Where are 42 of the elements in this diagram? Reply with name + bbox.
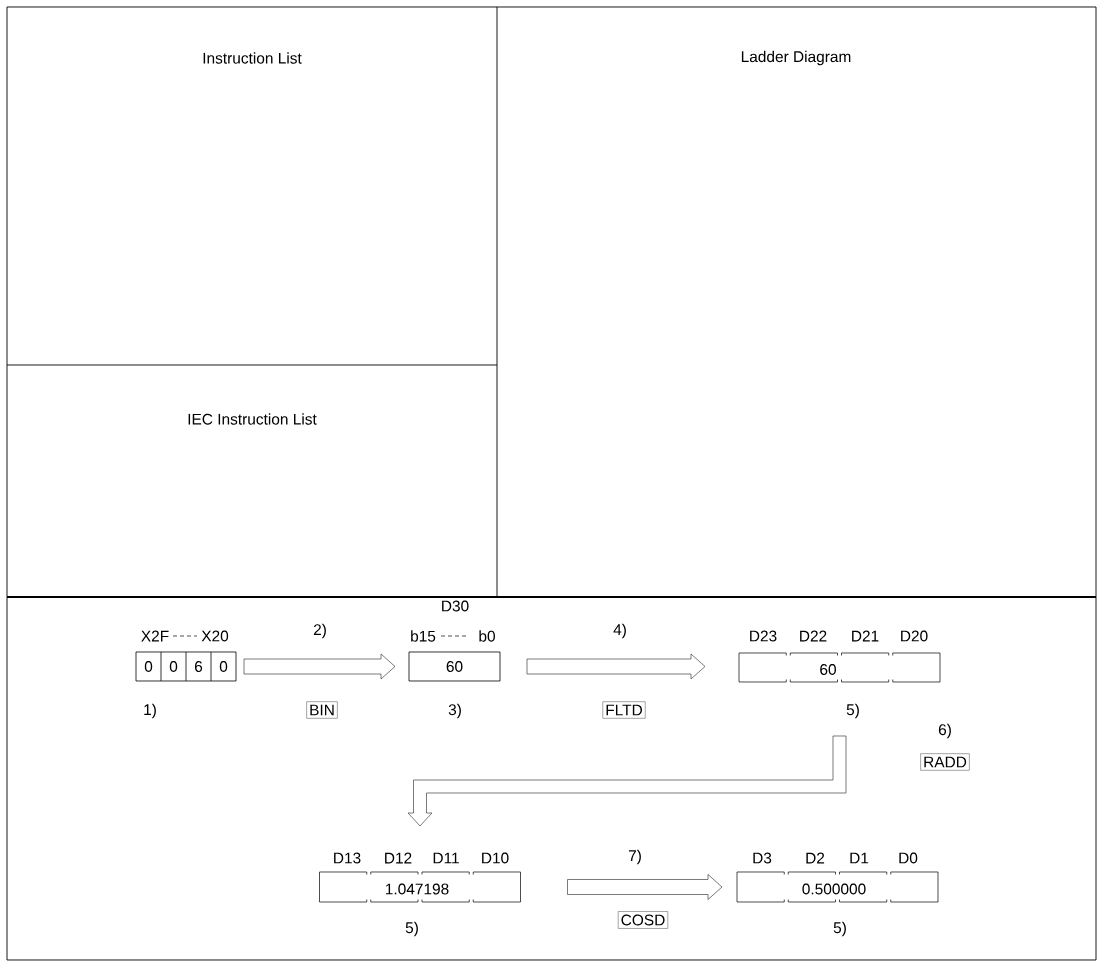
register-label: D1 — [850, 852, 869, 864]
instruction-box: COSD — [617, 911, 669, 929]
register-label: D20 — [901, 630, 928, 642]
step-number: 4) — [613, 623, 626, 639]
register-label: D10 — [482, 852, 509, 864]
panel-heading: IEC Instruction List — [188, 413, 317, 425]
register-label: b0 — [479, 630, 495, 642]
register-label: 5) — [846, 703, 859, 719]
register-word: 1.047198 — [319, 871, 521, 903]
step-number: 2) — [313, 623, 326, 639]
panel-heading: Ladder Diagram — [741, 50, 851, 66]
register-label: D21 — [852, 630, 879, 642]
register-label: 1) — [144, 703, 156, 719]
register-label: D0 — [899, 852, 918, 864]
register-word: 0.500000 — [736, 871, 939, 903]
instruction-box: RADD — [920, 753, 970, 771]
block-arrow — [526, 653, 706, 680]
block-arrow — [243, 653, 396, 680]
register-label: b15 — [411, 630, 436, 642]
register-label: D23 — [750, 630, 777, 642]
register-label: D11 — [433, 852, 459, 864]
register-label: D13 — [334, 852, 361, 864]
register-label: 5) — [405, 921, 418, 937]
register-label: D22 — [800, 630, 827, 642]
register-label: X2F — [141, 630, 169, 642]
register-word: 60 — [738, 652, 941, 683]
register-label: 5) — [833, 921, 846, 937]
register-label: D3 — [753, 852, 772, 864]
register-label: D12 — [385, 852, 412, 864]
register-label: 3) — [448, 703, 461, 719]
register-cells: 0 0 6 0 — [135, 651, 237, 682]
instruction-box: BIN — [306, 701, 338, 719]
step-number: 7) — [628, 849, 641, 865]
block-arrow — [567, 874, 723, 900]
step-number: 6) — [938, 723, 951, 739]
panel-heading: Instruction List — [203, 52, 302, 64]
register-label: D30 — [442, 600, 469, 612]
register-label: D2 — [806, 852, 825, 864]
register-label: X20 — [201, 630, 229, 642]
block-arrow — [407, 735, 847, 827]
register-box: 60 — [408, 651, 501, 682]
instruction-box: FLTD — [602, 701, 646, 719]
